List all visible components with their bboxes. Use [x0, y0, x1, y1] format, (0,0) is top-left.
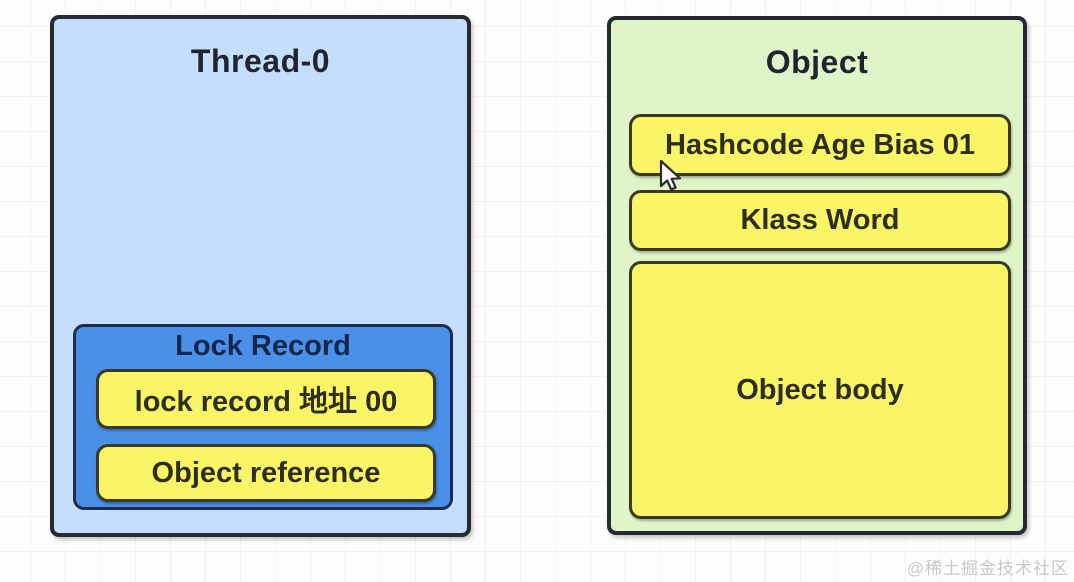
lock-record-address-cell: lock record 地址 00 [96, 369, 436, 429]
object-box-title: Object [765, 44, 869, 80]
lock-record-box: Lock Record lock record 地址 00 Object ref… [73, 324, 453, 510]
object-body-cell: Object body [629, 261, 1011, 519]
thread-box: Thread-0 Lock Record lock record 地址 00 O… [50, 15, 471, 537]
object-reference-cell: Object reference [96, 444, 436, 502]
mark-word-cell: Hashcode Age Bias 01 [629, 114, 1011, 176]
object-box: Object Hashcode Age Bias 01 Klass Word O… [607, 16, 1027, 535]
klass-word-cell: Klass Word [629, 190, 1011, 251]
thread-box-title: Thread-0 [190, 43, 331, 79]
watermark: @稀土掘金技术社区 [906, 559, 1069, 578]
lock-record-title: Lock Record [175, 330, 351, 362]
